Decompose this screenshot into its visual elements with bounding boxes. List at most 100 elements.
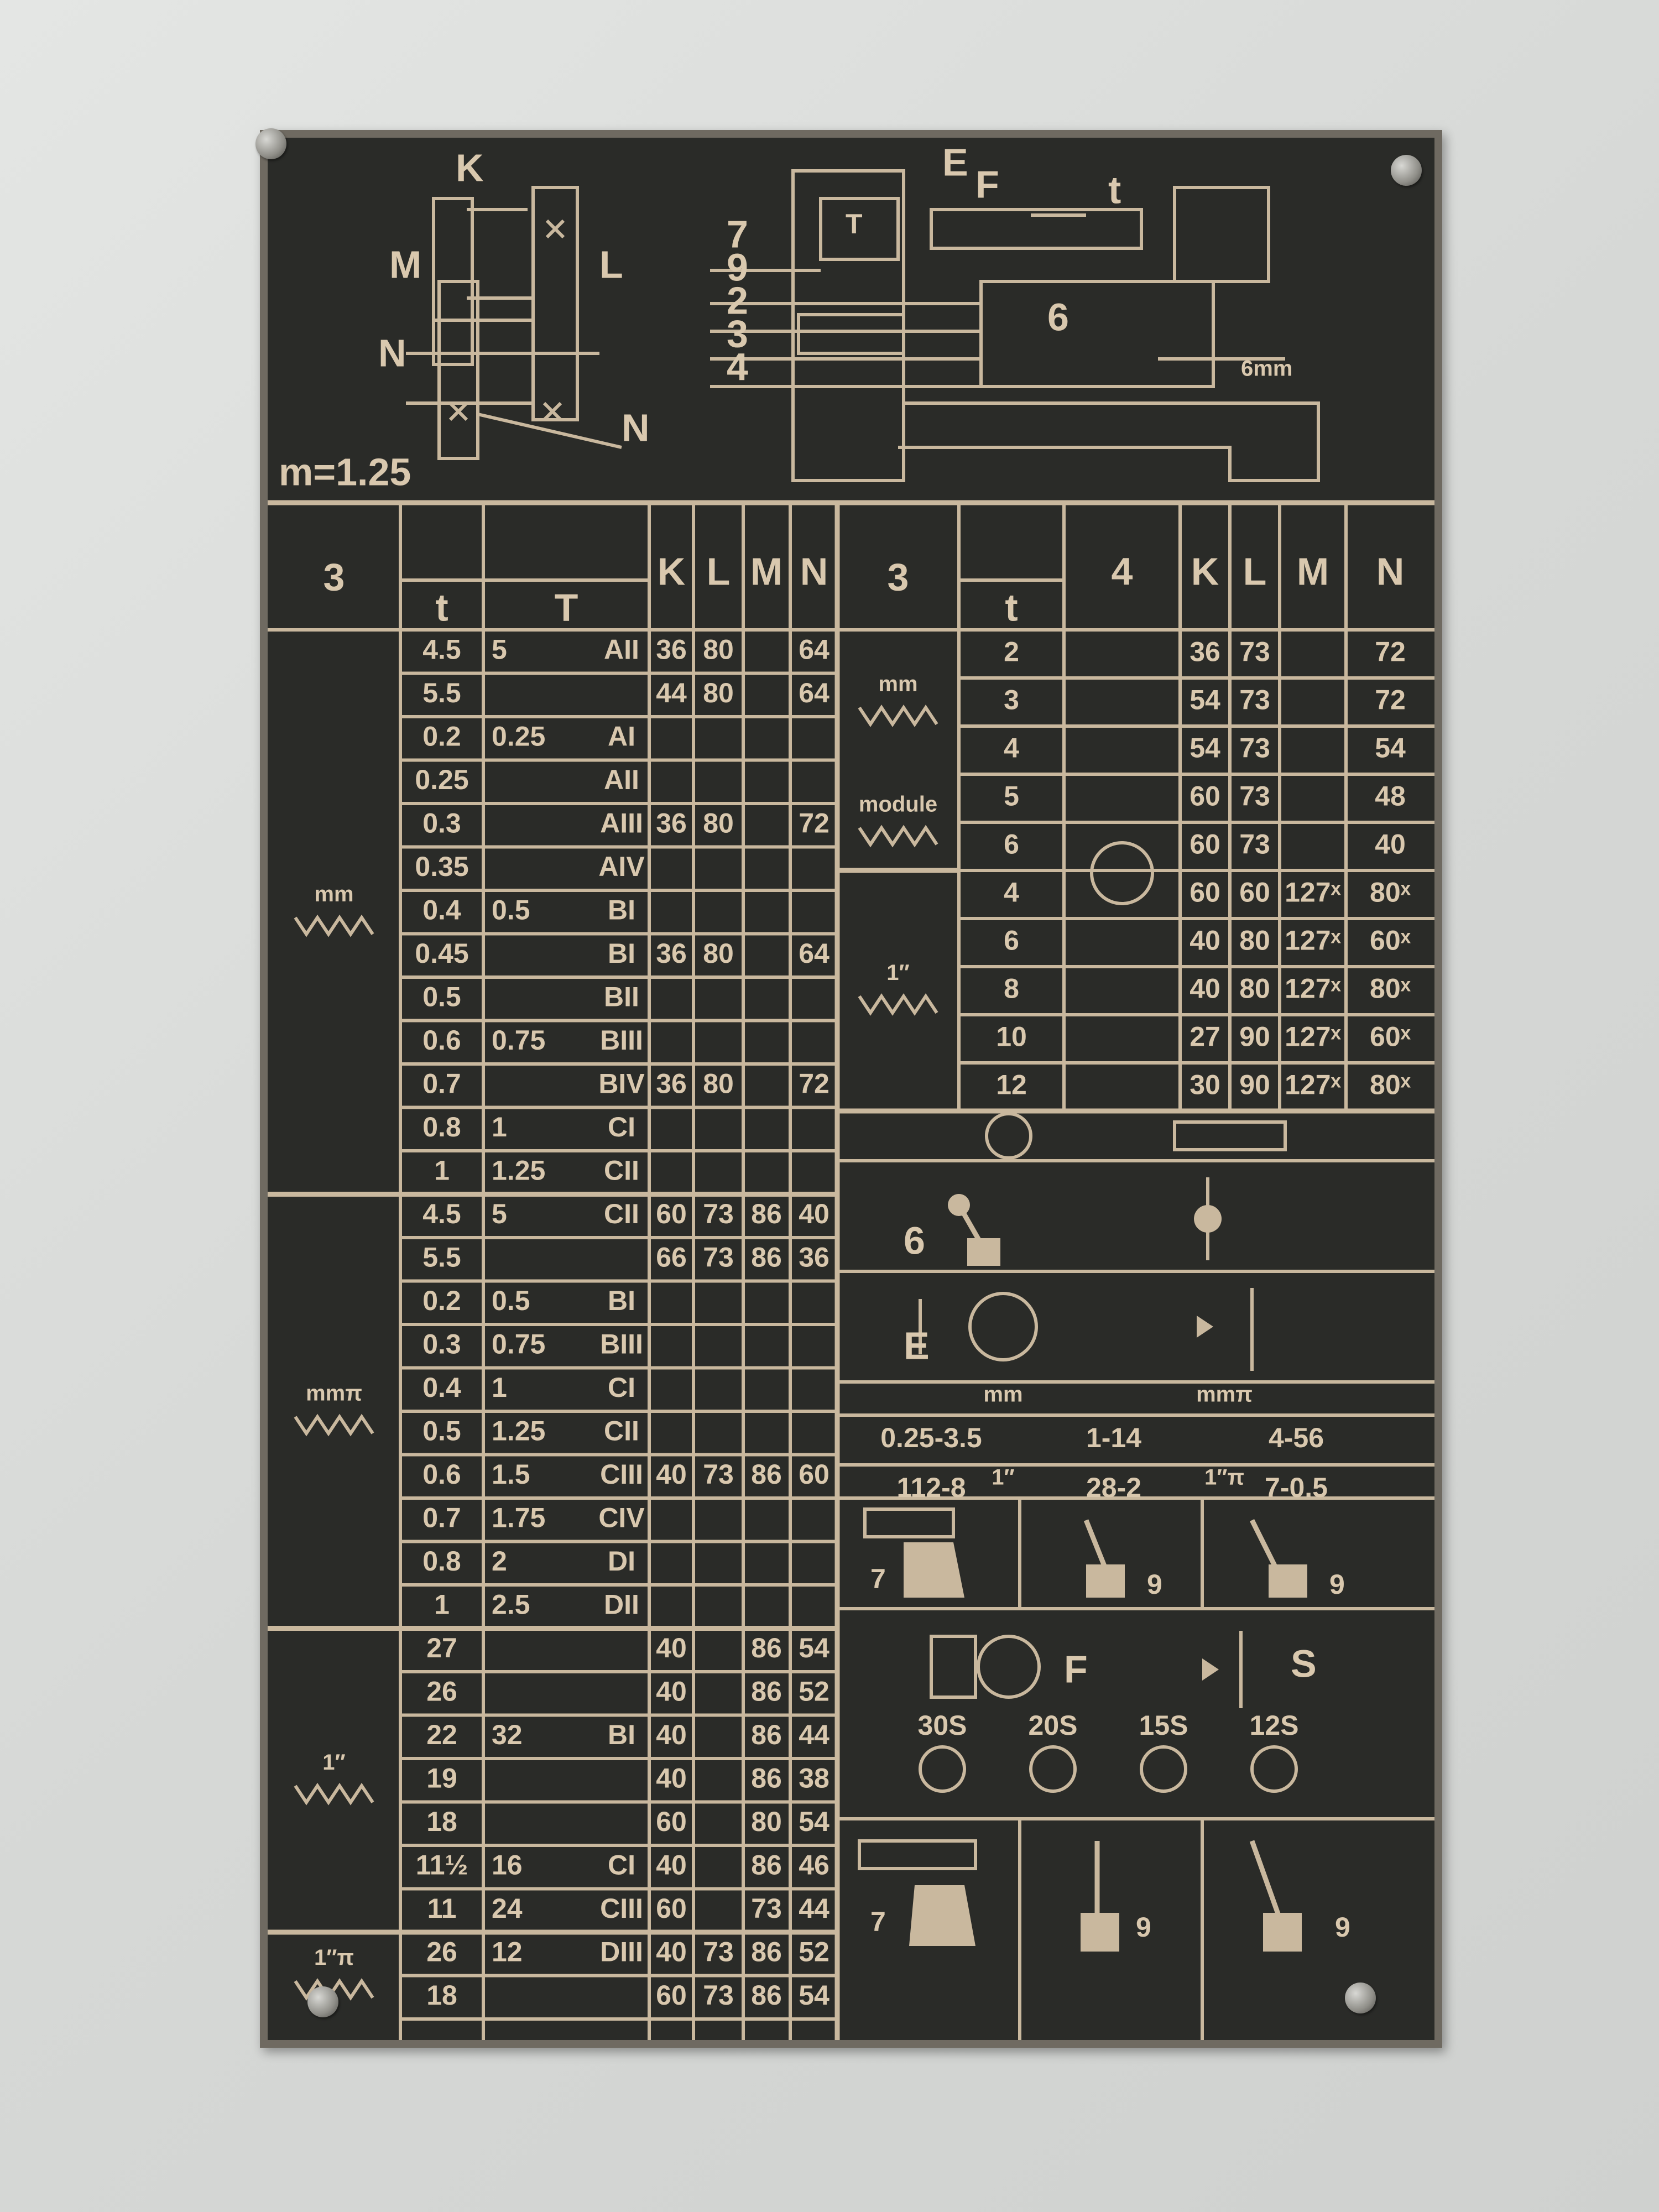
- lever-7-label: 7: [727, 212, 748, 255]
- left-cell-g: AII: [604, 634, 639, 665]
- right-cell-L: 90: [1239, 1021, 1270, 1052]
- right-cell-K: 54: [1190, 733, 1220, 764]
- left-cell-M: 86: [751, 1632, 782, 1663]
- left-cell-K: 40: [656, 1762, 687, 1793]
- right-cell-L: 73: [1239, 829, 1270, 860]
- left-cell-g: DII: [604, 1589, 639, 1620]
- speed-dial-icons: [919, 1745, 1298, 1793]
- left-cell-N: 64: [799, 677, 830, 708]
- range-1-14: 1-14: [1086, 1422, 1141, 1453]
- left-cell-N: 44: [799, 1719, 830, 1750]
- left-cell-N: 54: [799, 1806, 830, 1837]
- left-cell-N: 52: [799, 1936, 830, 1967]
- left-cell-T: 1.75: [492, 1502, 545, 1533]
- left-cell-K: 60: [656, 1893, 687, 1924]
- chuck-rotation-icon: [985, 1112, 1032, 1160]
- left-cell-t: 0.5: [422, 1415, 461, 1446]
- left-cell-M: 86: [751, 1459, 782, 1490]
- right-cell-M: 127ˣ: [1285, 1021, 1341, 1052]
- lever-9a-label: 9: [1147, 1569, 1162, 1600]
- left-col-T-header: T: [555, 586, 578, 629]
- lever-F-label: F: [975, 163, 999, 206]
- plate-engraving: K M L N N m=1.25 7 9 2 3 4: [268, 140, 1434, 2040]
- left-cell-N: 44: [799, 1893, 830, 1924]
- left-cell-g: CI: [608, 1112, 635, 1142]
- left-cell-t: 26: [426, 1936, 457, 1967]
- left-cell-L: 73: [703, 1936, 734, 1967]
- right-cell-L: 73: [1239, 637, 1270, 667]
- left-cell-T: 12: [492, 1936, 523, 1967]
- left-cell-g: CIII: [600, 1893, 643, 1924]
- left-cell-t: 0.4: [422, 894, 461, 925]
- pitch-t-label: t: [1108, 168, 1121, 211]
- left-cell-T: 0.25: [492, 721, 545, 752]
- spindle-feed-icon: [930, 1635, 1041, 1699]
- right-cell-t: 4: [1004, 733, 1019, 764]
- left-cell-L: 73: [703, 1459, 734, 1490]
- left-cell-t: 11: [427, 1893, 457, 1924]
- lever-6-panel-label: 6: [904, 1219, 925, 1262]
- left-cell-t: 0.6: [422, 1025, 461, 1056]
- left-cell-T: 2.5: [492, 1589, 530, 1620]
- right-col-M-header: M: [1297, 550, 1329, 593]
- right-cell-N: 48: [1375, 781, 1406, 812]
- right-cell-L: 90: [1239, 1070, 1270, 1100]
- left-cell-T: 1.5: [492, 1459, 530, 1490]
- left-cell-K: 60: [656, 1806, 687, 1837]
- left-cell-N: 72: [799, 1068, 830, 1099]
- left-cell-N: 38: [799, 1762, 830, 1793]
- right-cell-t: 5: [1004, 781, 1019, 812]
- left-cell-t: 0.8: [422, 1112, 461, 1142]
- left-cell-t: 22: [426, 1719, 457, 1750]
- left-cell-g: CI: [608, 1372, 635, 1403]
- T-label: T: [846, 208, 863, 239]
- left-cell-K: 40: [656, 1676, 687, 1707]
- left-cell-K: 40: [656, 1632, 687, 1663]
- left-cell-T: 5: [492, 1198, 507, 1229]
- left-cell-t: 0.45: [415, 938, 468, 969]
- left-cell-K: 36: [656, 807, 687, 838]
- left-cell-g: DIII: [600, 1936, 643, 1967]
- left-thread-icon-label: 1″π: [314, 1945, 354, 1970]
- right-col-N-header: N: [1376, 550, 1405, 593]
- left-cell-K: 36: [656, 1068, 687, 1099]
- left-cell-K: 40: [656, 1849, 687, 1880]
- chuck-jaw-icon: [919, 1292, 1038, 1361]
- left-cell-K: 40: [656, 1936, 687, 1967]
- left-cell-g: CII: [604, 1415, 639, 1446]
- right-cell-M: 127ˣ: [1285, 1070, 1341, 1100]
- left-lever-3-label: 3: [324, 555, 345, 598]
- left-cell-K: 36: [656, 938, 687, 969]
- lever-9c-icon: [1081, 1841, 1119, 1952]
- left-cell-t: 19: [426, 1762, 457, 1793]
- left-cell-N: 64: [799, 634, 830, 665]
- left-cell-g: BIII: [600, 1328, 643, 1359]
- left-thread-icon: [294, 914, 374, 937]
- screw-top-left: [255, 128, 286, 159]
- left-cell-L: 80: [703, 634, 734, 665]
- left-col-M-header: M: [750, 550, 782, 593]
- screw-top-right: [1391, 155, 1422, 186]
- left-cell-M: 86: [751, 1719, 782, 1750]
- right-cell-M: 127ˣ: [1285, 925, 1341, 956]
- left-cell-M: 86: [751, 1241, 782, 1272]
- right-cell-t: 10: [996, 1021, 1027, 1052]
- left-cell-t: 5.5: [422, 677, 461, 708]
- lever-9d-label: 9: [1335, 1912, 1350, 1943]
- left-cell-t: 0.3: [422, 807, 461, 838]
- left-cell-g: CII: [604, 1155, 639, 1186]
- left-cell-T: 1: [492, 1112, 507, 1142]
- hand-lever-7-icon: [863, 1507, 964, 1598]
- left-cell-g: AIII: [600, 807, 643, 838]
- left-cell-t: 0.8: [422, 1546, 461, 1577]
- speed-30S: 30S: [918, 1710, 967, 1741]
- left-cell-T: 0.75: [492, 1328, 545, 1359]
- left-cell-M: 86: [751, 1936, 782, 1967]
- lever-9-up-icon: [1083, 1519, 1125, 1598]
- left-cell-L: 80: [703, 677, 734, 708]
- right-cell-M: 127ˣ: [1285, 877, 1341, 908]
- left-cell-N: 60: [799, 1459, 830, 1490]
- left-cell-T: 0.5: [492, 894, 530, 925]
- lever-F-panel-label: F: [1064, 1647, 1088, 1691]
- left-cell-L: 80: [703, 807, 734, 838]
